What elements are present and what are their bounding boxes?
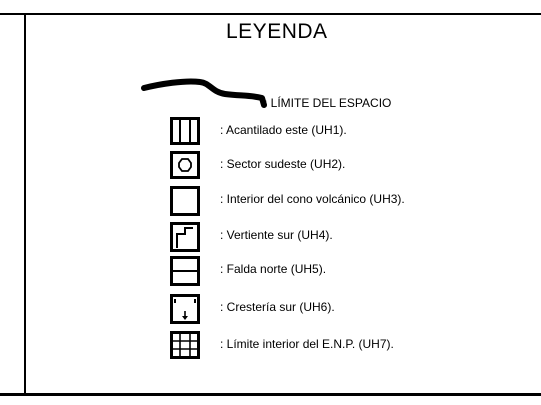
legend-title: LEYENDA [226, 20, 328, 43]
legend-label-uh4: : Vertiente sur (UH4). [220, 228, 333, 242]
box-empty-icon [170, 186, 200, 216]
frame-top-line [0, 13, 541, 15]
legend-label-uh6: : Crestería sur (UH6). [220, 300, 335, 314]
frame-left-line [24, 13, 26, 394]
box-step-icon [170, 222, 200, 252]
frame-bottom-line [0, 393, 541, 396]
legend-label-uh5: : Falda norte (UH5). [220, 262, 327, 276]
box-horizontal-line-icon [170, 256, 200, 286]
box-vertical-lines-icon [170, 117, 200, 145]
box-grid-icon [170, 331, 200, 359]
legend-label-uh7: : Límite interior del E.N.P. (UH7). [220, 337, 394, 351]
box-octagon-icon [170, 151, 200, 179]
legend-label-uh3: : Interior del cono volcánico (UH3). [220, 192, 405, 206]
legend-label-limit: : LÍMITE DEL ESPACIO [264, 96, 392, 110]
legend-label-uh1: : Acantilado este (UH1). [220, 123, 347, 137]
legend-label-uh2: : Sector sudeste (UH2). [220, 157, 346, 171]
boundary-stroke-icon [141, 78, 267, 108]
box-corners-arrow-icon [170, 294, 200, 324]
